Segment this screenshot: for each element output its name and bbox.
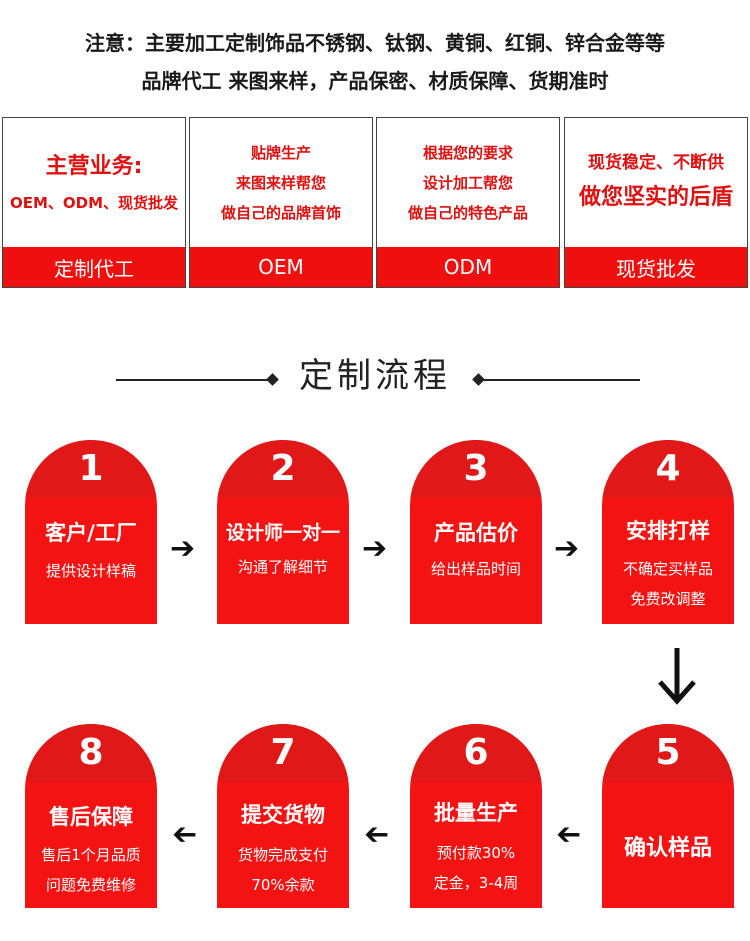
service-footer: 定制代工 xyxy=(3,247,185,287)
step-desc: 免费改调整 xyxy=(630,590,706,608)
step-desc: 给出样品时间 xyxy=(430,560,521,578)
arrow-down-icon xyxy=(656,646,698,706)
step-cap xyxy=(25,440,157,498)
step-desc: 预付款30% xyxy=(436,844,516,862)
step-cap xyxy=(602,724,734,782)
service-text: 做自己的特色产品 xyxy=(407,203,528,222)
step-number: 8 xyxy=(78,732,104,773)
arrow-right-icon: ➔ xyxy=(170,531,196,566)
step-number: 5 xyxy=(655,732,681,773)
service-footer: OEM xyxy=(190,247,372,287)
service-footer: 现货批发 xyxy=(565,247,747,287)
title-rule-left xyxy=(116,379,276,381)
step-cap xyxy=(217,724,349,782)
arrow-right-icon: ➔ xyxy=(362,531,388,566)
flow-step-2: 2 设计师一对一 沟通了解细节 xyxy=(217,440,349,624)
step-title: 批量生产 xyxy=(434,801,518,825)
service-card-oem: 贴牌生产 来图来样帮您 做自己的品牌首饰 OEM xyxy=(189,117,373,288)
step-desc: 提供设计样稿 xyxy=(45,562,136,580)
step-desc: 问题免费维修 xyxy=(45,876,136,894)
service-text: 根据您的要求 xyxy=(422,143,513,162)
flow-step-6: 6 批量生产 预付款30% 定金，3-4周 xyxy=(410,724,542,908)
step-cap xyxy=(217,440,349,498)
step-title: 提交货物 xyxy=(241,803,325,827)
notice-line-1: 注意：主要加工定制饰品不锈钢、钛钢、黄铜、红铜、锌合金等等 xyxy=(85,31,665,55)
flow-step-8: 8 售后保障 售后1个月品质 问题免费维修 xyxy=(25,724,157,908)
step-desc: 货物完成支付 xyxy=(237,846,328,864)
arrow-right-icon: ➔ xyxy=(554,531,580,566)
service-text: 来图来样帮您 xyxy=(235,173,326,192)
arrow-left-icon: ➔ xyxy=(364,817,390,852)
step-number: 4 xyxy=(655,448,681,489)
service-heading: 主营业务: xyxy=(45,153,143,179)
step-number: 7 xyxy=(270,732,296,773)
step-number: 6 xyxy=(463,732,489,773)
service-text: 设计加工帮您 xyxy=(422,173,513,192)
arrow-left-icon: ➔ xyxy=(556,817,582,852)
step-number: 2 xyxy=(270,448,296,489)
service-text: 做自己的品牌首饰 xyxy=(220,203,341,222)
flow-step-5: 5 确认样品 xyxy=(602,724,734,908)
step-title: 设计师一对一 xyxy=(225,522,340,544)
service-footer: ODM xyxy=(377,247,559,287)
step-title: 客户/工厂 xyxy=(45,521,137,545)
title-rule-right xyxy=(480,379,640,381)
flow-step-7: 7 提交货物 货物完成支付 70%余款 xyxy=(217,724,349,908)
service-text: 现货稳定、不断供 xyxy=(588,152,724,173)
step-cap xyxy=(410,724,542,782)
step-title: 确认样品 xyxy=(623,836,712,861)
service-card-wholesale: 现货稳定、不断供 做您坚实的后盾 现货批发 xyxy=(564,117,748,288)
step-cap xyxy=(25,724,157,782)
flow-step-1: 1 客户/工厂 提供设计样稿 xyxy=(25,440,157,624)
step-title: 安排打样 xyxy=(626,519,710,543)
step-desc: 定金，3-4周 xyxy=(433,874,519,892)
notice-line-2: 品牌代工 来图来样，产品保密、材质保障、货期准时 xyxy=(141,69,609,93)
step-title: 售后保障 xyxy=(49,805,133,829)
flow-step-4: 4 安排打样 不确定买样品 免费改调整 xyxy=(602,440,734,624)
step-cap xyxy=(602,440,734,498)
step-number: 3 xyxy=(463,448,489,489)
service-card-odm: 根据您的要求 设计加工帮您 做自己的特色产品 ODM xyxy=(376,117,560,288)
step-desc: 70%余款 xyxy=(251,876,315,894)
flow-title: 定制流程 xyxy=(299,356,451,396)
step-desc: 不确定买样品 xyxy=(622,560,713,578)
step-desc: 沟通了解细节 xyxy=(237,558,328,576)
service-text: OEM、ODM、现货批发 xyxy=(9,193,179,212)
flow-step-3: 3 产品估价 给出样品时间 xyxy=(410,440,542,624)
step-title: 产品估价 xyxy=(434,521,518,545)
step-number: 1 xyxy=(78,448,104,489)
step-cap xyxy=(410,440,542,498)
service-heading: 做您坚实的后盾 xyxy=(578,184,733,210)
arrow-left-icon: ➔ xyxy=(172,817,198,852)
service-card-main-business: 主营业务: OEM、ODM、现货批发 定制代工 xyxy=(2,117,186,288)
service-text: 贴牌生产 xyxy=(250,143,311,162)
step-desc: 售后1个月品质 xyxy=(41,846,141,864)
